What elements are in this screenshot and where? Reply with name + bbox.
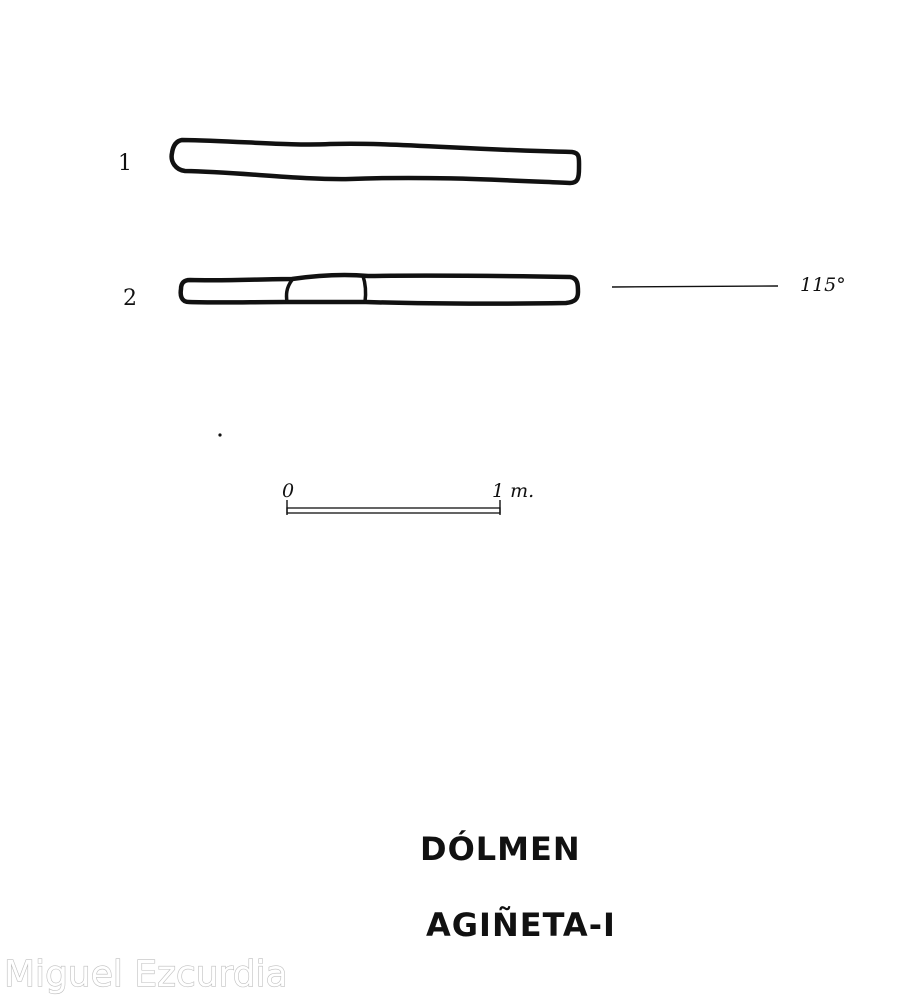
scale-bar: 0 1 m. bbox=[282, 480, 534, 515]
stone-2: 2 115° bbox=[123, 272, 846, 311]
stone-1-outline bbox=[169, 137, 582, 186]
title-line-1: DÓLMEN bbox=[420, 829, 581, 868]
scale-end-label: 1 m. bbox=[492, 480, 534, 502]
orientation-label: 115° bbox=[800, 274, 846, 296]
stone-2-number: 2 bbox=[123, 286, 137, 311]
scale-bar-body bbox=[286, 507, 501, 514]
ink-dot bbox=[218, 433, 222, 437]
stone-1: 1 bbox=[118, 137, 582, 186]
title-line-2: AGIÑETA-I bbox=[426, 906, 616, 944]
stone-1-number: 1 bbox=[118, 151, 132, 176]
stone-2-joint-left bbox=[284, 278, 294, 304]
scale-start-label: 0 bbox=[282, 480, 294, 502]
watermark-text: Miguel Ezcurdia bbox=[4, 954, 288, 995]
orientation-line bbox=[611, 285, 779, 288]
stone-2-joint-right bbox=[361, 274, 368, 304]
stone-2-outline bbox=[178, 272, 581, 306]
title-block: DÓLMEN AGIÑETA-I bbox=[420, 829, 616, 944]
